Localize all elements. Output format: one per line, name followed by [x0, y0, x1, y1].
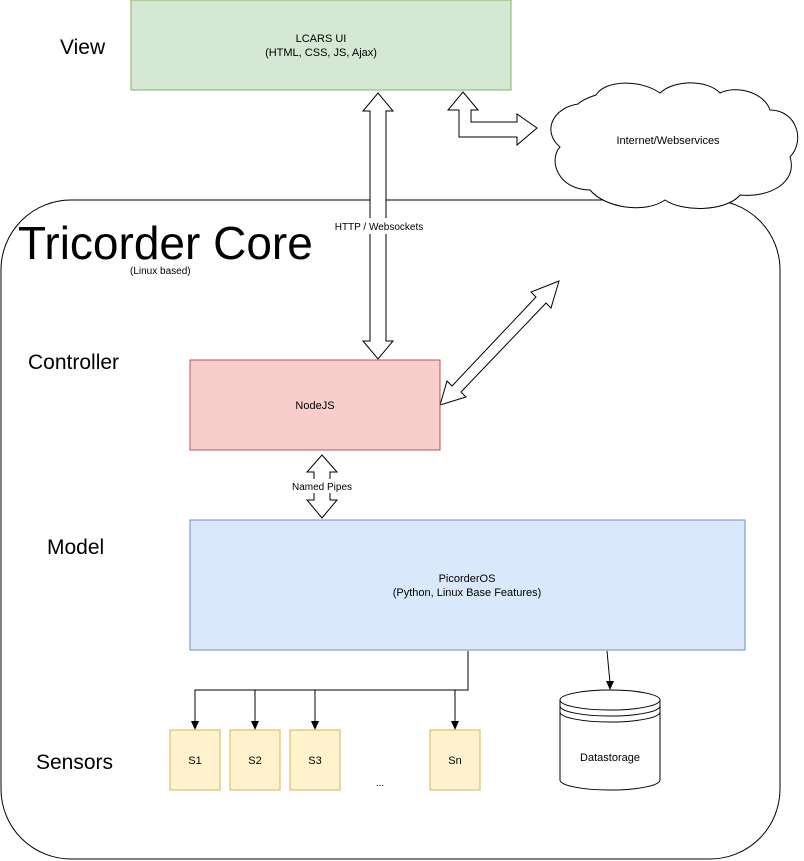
lcars-ui-box[interactable] [130, 0, 512, 91]
core-subtitle: (Linux based) [130, 266, 191, 277]
lcars-ui-title: LCARS UI [296, 33, 347, 45]
http-websockets-label: HTTP / Websockets [335, 222, 424, 233]
nodejs-label: NodeJS [295, 400, 334, 412]
datastorage-cylinder[interactable] [559, 689, 661, 791]
picorderos-title: PicorderOS [439, 573, 496, 585]
named-pipes-label: Named Pipes [292, 482, 352, 493]
connector-arrowheads [191, 681, 614, 730]
layer-label-model: Model [47, 536, 104, 559]
sensor-s1-box[interactable] [169, 729, 221, 791]
internet-label: Internet/Webservices [616, 135, 720, 147]
core-title: Tricorder Core [18, 217, 313, 269]
sensor-s2-box[interactable] [229, 729, 281, 791]
sensor-s3-label: S3 [308, 755, 321, 767]
picorderos-box[interactable] [189, 519, 746, 651]
layer-label-controller: Controller [28, 351, 119, 374]
sensor-sn-box[interactable] [429, 729, 481, 791]
sensor-connectors [194, 650, 611, 723]
nodejs-box[interactable] [189, 359, 441, 451]
lcars-internet-arrow [446, 91, 538, 147]
sensors-ellipsis: ... [376, 778, 384, 789]
sensor-sn-label: Sn [448, 755, 461, 767]
sensor-s1-label: S1 [188, 755, 201, 767]
layer-label-view: View [60, 36, 106, 59]
sensor-s2-label: S2 [248, 755, 261, 767]
picorderos-tech: (Python, Linux Base Features) [393, 587, 542, 599]
internet-cloud [550, 82, 799, 209]
layer-label-sensors: Sensors [36, 751, 113, 774]
datastorage-label: Datastorage [580, 752, 640, 764]
sensor-s3-box[interactable] [289, 729, 341, 791]
nodejs-internet-arrow [439, 280, 560, 406]
lcars-ui-tech: (HTML, CSS, JS, Ajax) [265, 47, 377, 59]
pipes-label-bg [288, 479, 356, 493]
http-label-bg [328, 218, 430, 234]
